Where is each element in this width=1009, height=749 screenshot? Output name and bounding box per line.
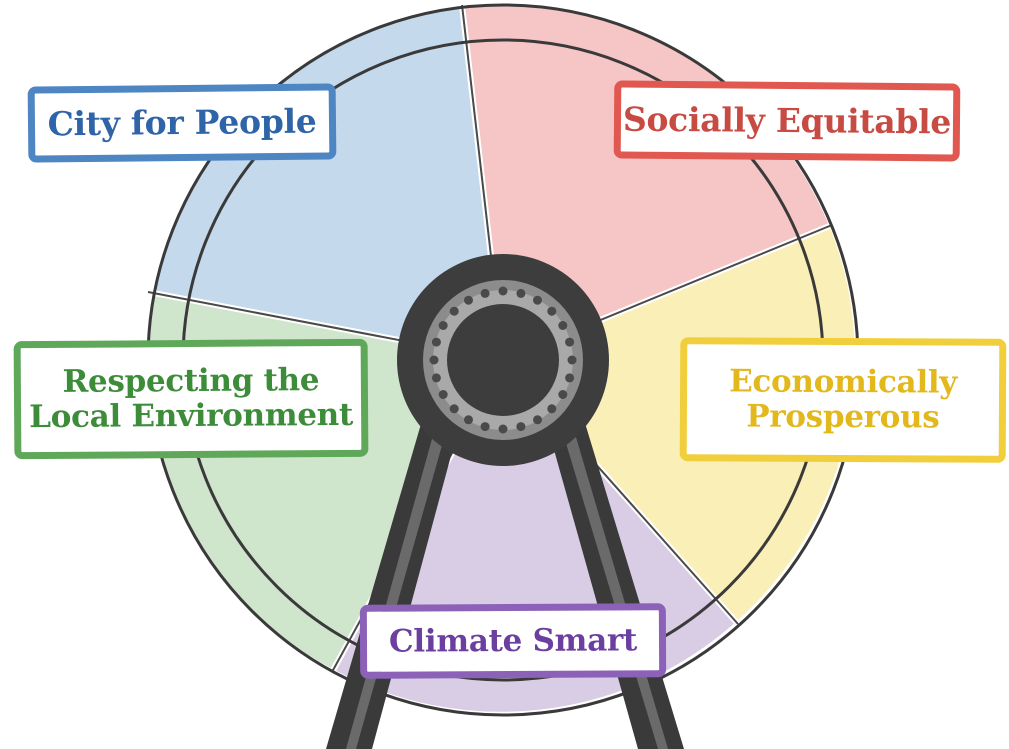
label-text-line-2: Local Environment — [29, 396, 354, 436]
wheel-hub — [397, 254, 609, 466]
hub-bolt — [431, 337, 441, 347]
hub-bolt — [567, 355, 577, 365]
label-socially-equitable: Socially Equitable — [613, 80, 961, 162]
label-economically-prosperous: Economically Prosperous — [679, 337, 1007, 463]
label-text: Climate Smart — [388, 621, 638, 660]
hub-bolt — [464, 415, 473, 425]
hub-bolt — [438, 390, 448, 399]
hub-bolt — [429, 355, 439, 365]
label-text-line-1: Economically — [729, 363, 958, 401]
hub-bolt — [480, 422, 490, 432]
hub-bolt — [547, 306, 557, 316]
hub-bolt — [558, 321, 568, 330]
hub-bolt — [449, 404, 459, 414]
hub-bolt — [449, 306, 459, 316]
hub-bolt — [565, 373, 575, 383]
label-text: Socially Equitable — [622, 99, 952, 141]
label-text-line-2: Prosperous — [746, 398, 940, 436]
hub-bolt — [498, 424, 508, 434]
hub-bolt — [533, 295, 542, 305]
label-respecting-local-environment: Respecting the Local Environment — [13, 338, 369, 460]
label-text: City for People — [47, 101, 317, 143]
hub-bolt — [516, 288, 526, 298]
hub-bolt — [547, 404, 557, 414]
hub-bolt — [498, 286, 508, 296]
hub-bolt — [480, 288, 490, 298]
hub-bolt — [516, 422, 526, 432]
hub-center — [447, 304, 559, 416]
hub-bolt — [438, 321, 448, 330]
label-city-for-people: City for People — [27, 83, 337, 163]
label-text-line-1: Respecting the — [62, 362, 320, 401]
hub-bolt — [431, 373, 441, 383]
hub-bolt — [533, 415, 542, 425]
label-climate-smart: Climate Smart — [359, 603, 667, 679]
hub-bolt — [464, 295, 473, 305]
hub-bolts — [429, 286, 577, 434]
hub-bolt — [565, 337, 575, 347]
hub-bolt — [558, 390, 568, 399]
